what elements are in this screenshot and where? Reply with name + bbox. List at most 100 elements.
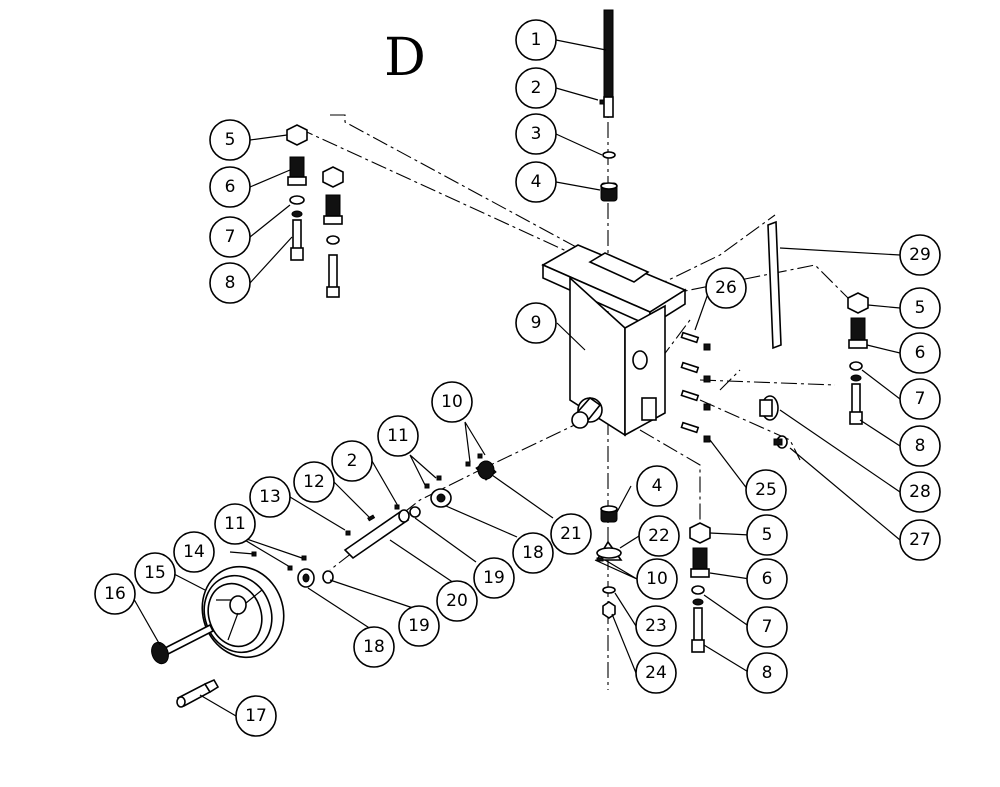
callout-2: 2 <box>515 67 557 109</box>
callout-21: 21 <box>550 513 592 555</box>
callout-label: 20 <box>446 591 468 611</box>
callout-18b: 18 <box>512 532 554 574</box>
callout-6c: 6 <box>746 558 788 600</box>
callout-label: 6 <box>915 343 926 363</box>
callout-label: 17 <box>245 706 267 726</box>
callout-16: 16 <box>94 573 136 615</box>
callout-label: 5 <box>225 130 236 150</box>
lead-screw-assembly <box>599 9 618 202</box>
callout-label: 16 <box>104 584 126 604</box>
callout-label: 8 <box>762 663 773 683</box>
diagram-title: D <box>384 28 426 88</box>
callout-label: 11 <box>387 426 409 446</box>
callout-label: 27 <box>909 530 931 550</box>
right-bolt-set-lower <box>689 522 711 653</box>
callout-label: 2 <box>531 78 542 98</box>
callout-3: 3 <box>515 113 557 155</box>
callout-label: 19 <box>483 568 505 588</box>
left-bolt-set-b <box>322 166 344 298</box>
handwheel <box>151 551 285 708</box>
callout-label: 1 <box>531 30 542 50</box>
callout-23: 23 <box>635 605 677 647</box>
horizontal-shaft-assembly <box>287 453 497 588</box>
callout-19b: 19 <box>473 557 515 599</box>
callout-label: 23 <box>645 616 667 636</box>
gib-screws <box>680 331 711 443</box>
callout-7: 7 <box>209 216 251 258</box>
lead-screw <box>603 9 614 99</box>
callout-label: 8 <box>915 436 926 456</box>
callout-label: 21 <box>560 524 582 544</box>
callout-label: 26 <box>715 278 737 298</box>
right-bolt-set-upper <box>847 292 869 425</box>
callout-label: 3 <box>531 124 542 144</box>
callout-bubbles: 1 2 3 4 5 6 7 8 9 10 11 2 12 13 11 14 15… <box>94 19 941 737</box>
callout-24: 24 <box>635 652 677 694</box>
callout-11b: 11 <box>214 503 256 545</box>
callout-label: 29 <box>909 245 931 265</box>
gib-strip <box>767 220 782 350</box>
callout-20: 20 <box>436 580 478 622</box>
callout-17: 17 <box>235 695 277 737</box>
callout-12: 12 <box>293 461 335 503</box>
callout-label: 5 <box>762 525 773 545</box>
gearbox-housing <box>541 244 687 437</box>
callout-13: 13 <box>249 476 291 518</box>
callout-label: 10 <box>646 569 668 589</box>
callout-6b: 6 <box>899 332 941 374</box>
callout-label: 7 <box>915 389 926 409</box>
callout-29: 29 <box>899 234 941 276</box>
callout-label: 19 <box>408 616 430 636</box>
callout-8: 8 <box>209 262 251 304</box>
callout-5c: 5 <box>746 514 788 556</box>
callout-15: 15 <box>134 552 176 594</box>
callout-label: 8 <box>225 273 236 293</box>
callout-label: 5 <box>915 298 926 318</box>
lower-gear-stack <box>595 505 623 619</box>
callout-28: 28 <box>899 471 941 513</box>
callout-label: 13 <box>259 487 281 507</box>
callout-22: 22 <box>638 515 680 557</box>
callout-11: 11 <box>377 415 419 457</box>
callout-label: 18 <box>522 543 544 563</box>
callout-label: 7 <box>762 617 773 637</box>
callout-label: 24 <box>645 663 667 683</box>
callout-label: 22 <box>648 526 670 546</box>
callout-8b: 8 <box>899 425 941 467</box>
callout-7b: 7 <box>899 378 941 420</box>
callout-label: 2 <box>347 451 358 471</box>
callout-label: 11 <box>224 514 246 534</box>
callout-25: 25 <box>745 469 787 511</box>
callout-label: 6 <box>225 177 236 197</box>
callout-label: 12 <box>303 472 325 492</box>
callout-14: 14 <box>173 531 215 573</box>
callout-label: 6 <box>762 569 773 589</box>
callout-10: 10 <box>431 381 473 423</box>
callout-label: 28 <box>909 482 931 502</box>
callout-label: 7 <box>225 227 236 247</box>
callout-8c: 8 <box>746 652 788 694</box>
callout-label: 9 <box>531 313 542 333</box>
left-bolt-set-a <box>286 124 308 261</box>
callout-5: 5 <box>209 119 251 161</box>
callout-label: 4 <box>531 172 542 192</box>
callout-6: 6 <box>209 166 251 208</box>
callout-10b: 10 <box>636 558 678 600</box>
callout-7c: 7 <box>746 606 788 648</box>
callout-label: 25 <box>755 480 777 500</box>
washer <box>602 151 616 159</box>
callout-9: 9 <box>515 302 557 344</box>
callout-4: 4 <box>515 161 557 203</box>
callout-18: 18 <box>353 626 395 668</box>
callout-label: 10 <box>441 392 463 412</box>
callout-label: 15 <box>144 563 166 583</box>
callout-label: 18 <box>363 637 385 657</box>
callout-19: 19 <box>398 605 440 647</box>
knob-and-plug <box>759 395 788 449</box>
callout-2b: 2 <box>331 440 373 482</box>
callout-27: 27 <box>899 519 941 561</box>
callout-26: 26 <box>705 267 747 309</box>
callout-4b: 4 <box>636 465 678 507</box>
